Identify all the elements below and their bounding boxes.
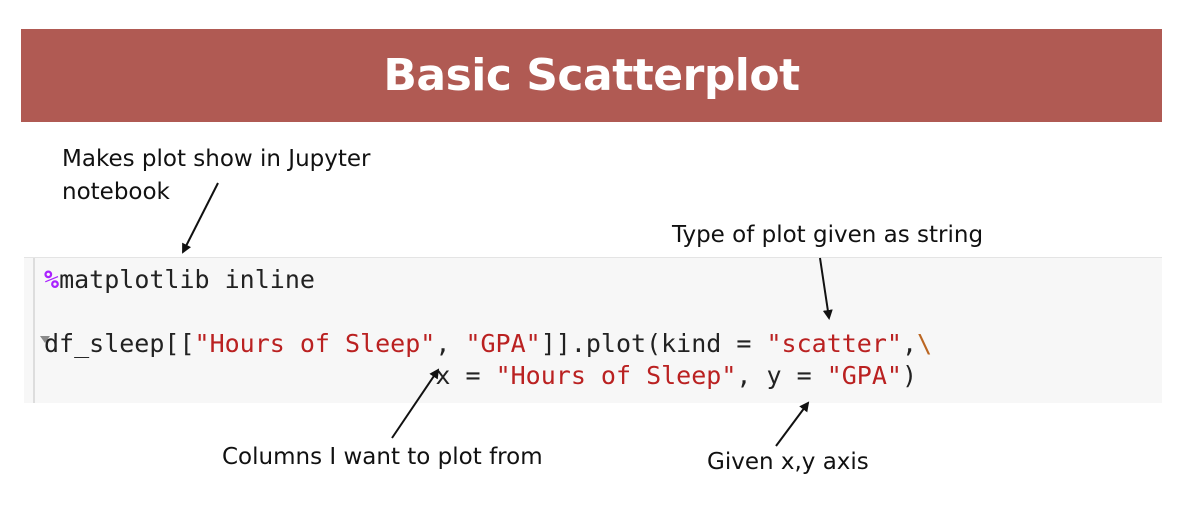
code-token: , y = bbox=[736, 361, 827, 390]
code-line-2: df_sleep[["Hours of Sleep", "GPA"]].plot… bbox=[44, 328, 932, 360]
annotation-jupyter-line2: notebook bbox=[62, 179, 170, 205]
string-literal: "Hours of Sleep" bbox=[495, 361, 737, 390]
annotation-jupyter-line1: Makes plot show in Jupyter bbox=[62, 146, 371, 172]
code-token: ]].plot(kind = bbox=[540, 329, 767, 358]
string-literal: "scatter" bbox=[766, 329, 902, 358]
code-token: df_sleep[[ bbox=[44, 329, 195, 358]
annotation-plot-type: Type of plot given as string bbox=[672, 222, 984, 248]
string-literal: "GPA" bbox=[826, 361, 902, 390]
code-indent bbox=[44, 361, 435, 390]
annotation-jupyter: Makes plot show in Jupyter notebook bbox=[62, 143, 371, 209]
string-literal: "GPA" bbox=[465, 329, 541, 358]
title-banner: Basic Scatterplot bbox=[21, 29, 1162, 122]
code-line-3: x = "Hours of Sleep", y = "GPA") bbox=[44, 360, 917, 392]
code-token: , bbox=[435, 329, 466, 358]
cell-gutter-bar bbox=[33, 258, 35, 403]
string-literal: "Hours of Sleep" bbox=[194, 329, 436, 358]
code-token: x = bbox=[435, 361, 496, 390]
annotation-columns: Columns I want to plot from bbox=[222, 444, 543, 470]
line-continuation: \ bbox=[917, 329, 933, 358]
collapse-arrow-icon[interactable] bbox=[40, 336, 50, 343]
magic-percent: % bbox=[44, 265, 60, 294]
slide-title: Basic Scatterplot bbox=[383, 50, 800, 101]
arrow-to-axis bbox=[775, 401, 810, 447]
magic-command: matplotlib inline bbox=[59, 265, 315, 294]
code-line-1: %matplotlib inline bbox=[44, 264, 315, 296]
annotation-axis: Given x,y axis bbox=[707, 449, 869, 475]
code-cell[interactable]: %matplotlib inline df_sleep[["Hours of S… bbox=[24, 257, 1162, 403]
code-token: ) bbox=[901, 361, 918, 390]
code-token: , bbox=[901, 329, 918, 358]
